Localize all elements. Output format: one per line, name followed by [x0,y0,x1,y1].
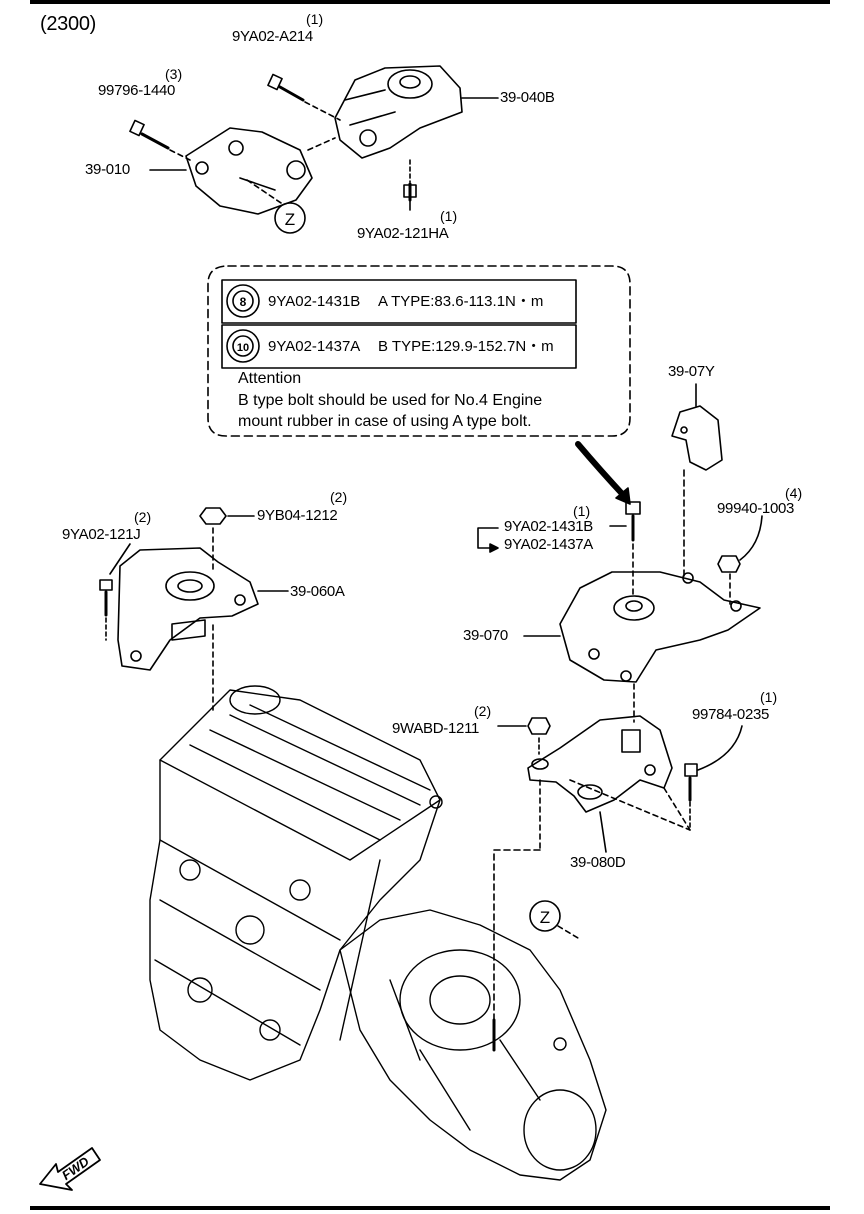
nut-9WABD-1211-icon [527,717,551,735]
reference-z-icon-top: Z [274,202,306,234]
part-label-p2[interactable]: 99796-1440 [98,82,176,99]
part-label-p4[interactable]: 39-010 [85,161,130,178]
nut-99940-1003-icon [717,555,741,573]
bolt-9YA02-1431B-icon [625,501,641,542]
diagram-title: (2300) [40,13,97,35]
part-label-p11[interactable]: 9YA02-1437A [504,536,593,553]
attention-text-line-1: B type bolt should be used for No.4 Engi… [238,392,543,409]
transmission-icon [339,909,607,1181]
svg-text:Z: Z [540,908,550,927]
bolt-9YA02-121J-icon [99,579,113,617]
svg-text:FWD: FWD [59,1153,92,1183]
part-qty-p7: (2) [330,489,348,505]
bolt-99796-1440-icon [129,119,170,150]
top-rule [30,0,830,4]
torque-callout-box [207,265,631,437]
part-qty-p12: (4) [785,485,803,501]
part-label-p7[interactable]: 9YB04-1212 [257,507,338,524]
torque-row-2-spec: B TYPE:129.9-152.7N・m [378,338,554,355]
bracket-39-07Y-icon [671,405,723,471]
part-label-p16[interactable]: 39-080D [570,854,626,871]
part-label-p9[interactable]: 39-060A [290,583,345,600]
torque-row-1-spec: A TYPE:83.6-113.1N・m [378,293,544,310]
svg-text:10: 10 [237,342,249,354]
mount-39-070-icon [559,571,761,683]
part-label-p10[interactable]: 9YA02-1431B [504,518,593,535]
part-label-p15[interactable]: 99784-0235 [692,706,770,723]
part-qty-p2: (3) [165,66,183,82]
part-label-p6[interactable]: 39-07Y [668,363,715,380]
attention-text-line-2: mount rubber in case of using A type bol… [238,413,532,430]
part-qty-p14: (2) [474,703,492,719]
bolt-9YA02-121HA-icon [403,159,417,202]
part-qty-p5: (1) [440,208,458,224]
bolt-9YA02-A214-icon [267,73,305,102]
attention-title: Attention [238,370,302,387]
fwd-arrow-icon: FWD [39,1147,101,1191]
callout-pointer-arrow [575,441,629,501]
part-label-p13[interactable]: 39-070 [463,627,508,644]
part-label-p5[interactable]: 9YA02-121HA [357,225,449,242]
svg-text:Z: Z [285,210,295,229]
bracket-39-080D-icon [527,715,673,813]
part-qty-p10: (1) [573,503,591,519]
part-label-p1[interactable]: 9YA02-A214 [232,28,313,45]
bottom-rule [30,1206,830,1210]
part-qty-p8: (2) [134,509,152,525]
torque-row-1-part: 9YA02-1431B [268,293,361,310]
part-label-p12[interactable]: 99940-1003 [717,500,795,517]
torque-table-row-2 [221,324,577,369]
reference-z-icon-bottom: Z [529,900,561,932]
torque-table-row-1 [221,279,577,324]
nut-9YB04-1212-icon [199,507,227,525]
mount-39-040B-icon [334,65,463,159]
torque-symbol-10-icon: 10 [226,329,260,363]
engine-block-icon [149,685,443,1081]
part-qty-p15: (1) [760,689,778,705]
torque-row-2-part: 9YA02-1437A [268,338,361,355]
part-label-p14[interactable]: 9WABD-1211 [392,720,480,737]
torque-symbol-8-icon: 8 [226,284,260,318]
mount-39-060A-icon [117,547,259,671]
part-qty-p1: (1) [306,11,324,27]
part-label-p3[interactable]: 39-040B [500,89,555,106]
bolt-99784-0235-icon [684,763,698,802]
svg-text:8: 8 [240,295,247,309]
part-label-p8[interactable]: 9YA02-121J [62,526,141,543]
bracket-39-010-icon [185,127,313,215]
